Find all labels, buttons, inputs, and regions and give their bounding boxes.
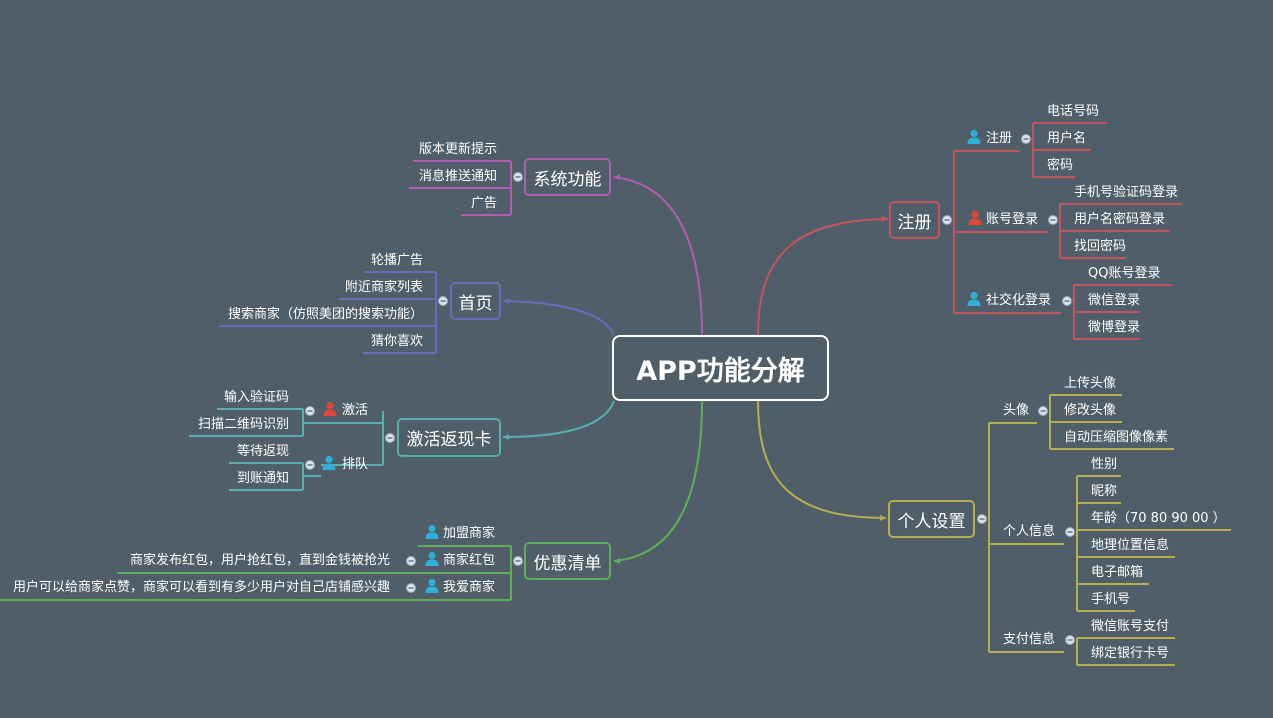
- person-blue-icon: [425, 524, 439, 539]
- person-blue-icon: [425, 551, 439, 566]
- activate-collapse-icon[interactable]: [385, 433, 395, 443]
- settings-g2-leaf[interactable]: 昵称: [1091, 484, 1118, 499]
- settings-group-collapse-icon[interactable]: [1065, 527, 1075, 537]
- person-blue-icon: [967, 129, 981, 144]
- settings-group-collapse-icon[interactable]: [1038, 406, 1048, 416]
- node-home[interactable]: 首页: [450, 282, 501, 320]
- register-g3-leaf[interactable]: 微信登录: [1088, 293, 1141, 308]
- home-leaf[interactable]: 搜索商家（仿照美团的搜索功能）: [227, 307, 423, 322]
- discount-group-label[interactable]: 加盟商家: [443, 526, 496, 541]
- register-g3-leaf[interactable]: 微博登录: [1088, 320, 1141, 335]
- branch-curve-settings: [757, 400, 887, 519]
- system-leaf[interactable]: 版本更新提示: [418, 142, 497, 157]
- node-activate[interactable]: 激活返现卡: [397, 418, 501, 457]
- settings-g2-leaf[interactable]: 年龄（70 80 90 00 ）: [1091, 511, 1226, 526]
- settings-g2-leaf[interactable]: 手机号: [1091, 592, 1131, 607]
- person-blue-icon: [425, 578, 439, 593]
- arrow-head: [503, 298, 509, 304]
- activate-g2-leaf[interactable]: 到账通知: [236, 471, 289, 486]
- discount-group-label[interactable]: 商家红包: [443, 553, 496, 568]
- person-red-icon: [968, 210, 982, 225]
- system-leaf[interactable]: 消息推送通知: [418, 169, 497, 184]
- register-group-collapse-icon[interactable]: [1062, 296, 1072, 306]
- settings-g1-leaf[interactable]: 修改头像: [1064, 403, 1117, 418]
- activate-group-collapse-icon[interactable]: [305, 406, 315, 416]
- register-group-label[interactable]: 社交化登录: [986, 293, 1052, 308]
- branch-curve-home: [502, 300, 615, 336]
- arrow-head: [503, 434, 509, 440]
- register-group-collapse-icon[interactable]: [1048, 215, 1058, 225]
- settings-group-label[interactable]: 头像: [1003, 403, 1030, 418]
- node-discount[interactable]: 优惠清单: [524, 542, 611, 580]
- home-leaf[interactable]: 猜你喜欢: [370, 334, 423, 349]
- register-group-label[interactable]: 账号登录: [986, 212, 1039, 227]
- activate-g1-leaf[interactable]: 输入验证码: [223, 390, 289, 405]
- settings-g3-leaf[interactable]: 绑定银行卡号: [1091, 646, 1170, 661]
- node-register[interactable]: 注册: [889, 201, 940, 239]
- register-g1-leaf[interactable]: 密码: [1047, 158, 1074, 173]
- home-collapse-icon[interactable]: [438, 296, 448, 306]
- arrow-head: [880, 515, 886, 521]
- settings-group-label[interactable]: 支付信息: [1003, 632, 1056, 647]
- person-blue-icon: [967, 291, 981, 306]
- discount-leaf[interactable]: 用户可以给商家点赞，商家可以看到有多少用户对自己店铺感兴趣: [12, 580, 390, 595]
- activate-g1-leaf[interactable]: 扫描二维码识别: [197, 417, 289, 432]
- home-leaf[interactable]: 附近商家列表: [344, 280, 423, 295]
- register-g3-leaf[interactable]: QQ账号登录: [1088, 266, 1161, 281]
- register-group-label[interactable]: 注册: [986, 131, 1013, 146]
- settings-group-label[interactable]: 个人信息: [1003, 524, 1056, 539]
- node-settings[interactable]: 个人设置: [888, 500, 975, 538]
- settings-group-collapse-icon[interactable]: [1065, 635, 1075, 645]
- settings-g1-leaf[interactable]: 自动压缩图像像素: [1064, 430, 1169, 445]
- system-leaf[interactable]: 广告: [470, 196, 497, 211]
- system-collapse-icon[interactable]: [513, 172, 523, 182]
- node-system[interactable]: 系统功能: [524, 158, 611, 196]
- settings-g2-leaf[interactable]: 地理位置信息: [1091, 538, 1170, 553]
- discount-group-collapse-icon[interactable]: [406, 583, 416, 593]
- register-g1-leaf[interactable]: 用户名: [1047, 131, 1087, 146]
- branch-curve-system: [613, 176, 703, 336]
- register-g1-leaf[interactable]: 电话号码: [1047, 104, 1100, 119]
- branch-curve-activate: [502, 400, 615, 438]
- discount-group-label[interactable]: 我爱商家: [443, 580, 496, 595]
- root-node[interactable]: APP功能分解: [612, 335, 829, 401]
- person-blue-icon: [322, 455, 336, 470]
- discount-collapse-icon[interactable]: [513, 556, 523, 566]
- activate-g2-leaf[interactable]: 等待返现: [236, 444, 289, 459]
- activate-group-label[interactable]: 激活: [342, 403, 369, 418]
- register-g2-leaf[interactable]: 手机号验证码登录: [1074, 185, 1179, 200]
- activate-group-collapse-icon[interactable]: [305, 460, 315, 470]
- branch-curve-discount: [613, 400, 703, 562]
- activate-group-label[interactable]: 排队: [342, 457, 369, 472]
- arrow-head: [614, 558, 620, 564]
- register-group-collapse-icon[interactable]: [1021, 134, 1031, 144]
- branch-curve-register: [757, 218, 889, 336]
- discount-group-collapse-icon[interactable]: [406, 556, 416, 566]
- settings-g2-leaf[interactable]: 性别: [1091, 457, 1118, 472]
- register-g2-leaf[interactable]: 用户名密码登录: [1074, 212, 1166, 227]
- arrow-head: [614, 174, 620, 180]
- settings-g2-leaf[interactable]: 电子邮箱: [1091, 565, 1144, 580]
- person-red-icon: [323, 401, 337, 416]
- discount-leaf[interactable]: 商家发布红包，用户抢红包，直到金钱被抢光: [129, 553, 390, 568]
- settings-collapse-icon[interactable]: [977, 514, 987, 524]
- register-g2-leaf[interactable]: 找回密码: [1074, 239, 1127, 254]
- register-collapse-icon[interactable]: [942, 215, 952, 225]
- settings-g3-leaf[interactable]: 微信账号支付: [1091, 619, 1170, 634]
- home-leaf[interactable]: 轮播广告: [370, 253, 423, 268]
- settings-g1-leaf[interactable]: 上传头像: [1064, 376, 1117, 391]
- arrow-head: [882, 216, 888, 222]
